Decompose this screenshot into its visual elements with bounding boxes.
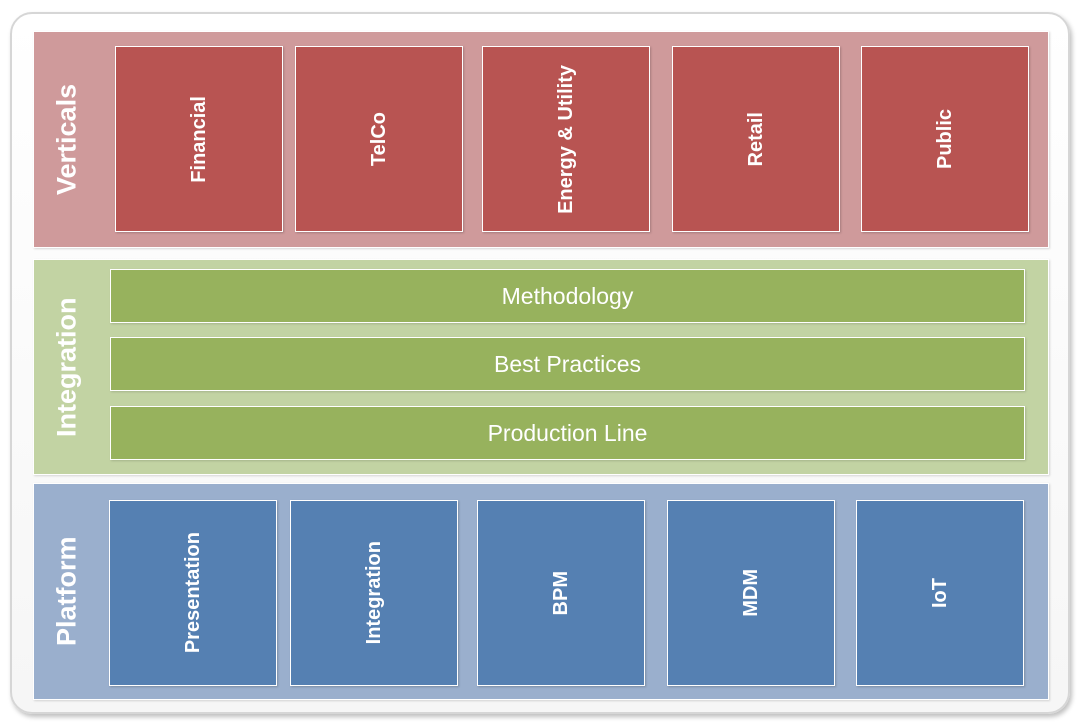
verticals-layer-label: Verticals	[51, 83, 82, 196]
vertical-tile-public: Public	[861, 46, 1029, 232]
integration-bar-best-practices: Best Practices	[110, 337, 1025, 391]
platform-tile-integration: Integration	[290, 500, 458, 686]
platform-tile-label: Integration	[362, 541, 385, 645]
vertical-tile-label: Public	[933, 108, 956, 169]
integration-layer: Integration Methodology Best Practices P…	[33, 259, 1049, 475]
platform-tile-bpm: BPM	[477, 500, 645, 686]
integration-layer-label: Integration	[51, 297, 82, 437]
vertical-tile-financial: Financial	[115, 46, 283, 232]
vertical-tile-label: TelCo	[367, 111, 390, 167]
platform-layer-label: Platform	[51, 536, 82, 647]
platform-layer: Platform Presentation Integration BPM MD…	[33, 483, 1049, 700]
vertical-tile-energy-utility: Energy & Utility	[482, 46, 650, 232]
vertical-tile-label: Retail	[744, 111, 767, 167]
platform-tile-label: MDM	[739, 569, 762, 617]
platform-tile-iot: IoT	[856, 500, 1024, 686]
vertical-tile-label: Financial	[187, 95, 210, 183]
platform-tile-mdm: MDM	[667, 500, 835, 686]
integration-bar-production-line: Production Line	[110, 406, 1025, 460]
platform-tile-label: IoT	[928, 578, 951, 608]
vertical-tile-telco: TelCo	[295, 46, 463, 232]
vertical-tile-retail: Retail	[672, 46, 840, 232]
verticals-layer: Verticals Financial TelCo Energy & Utili…	[33, 31, 1049, 248]
platform-tile-presentation: Presentation	[109, 500, 277, 686]
integration-bar-methodology: Methodology	[110, 269, 1025, 323]
platform-tile-label: BPM	[549, 570, 572, 616]
platform-tile-label: Presentation	[181, 532, 204, 654]
vertical-tile-label: Energy & Utility	[554, 64, 577, 214]
